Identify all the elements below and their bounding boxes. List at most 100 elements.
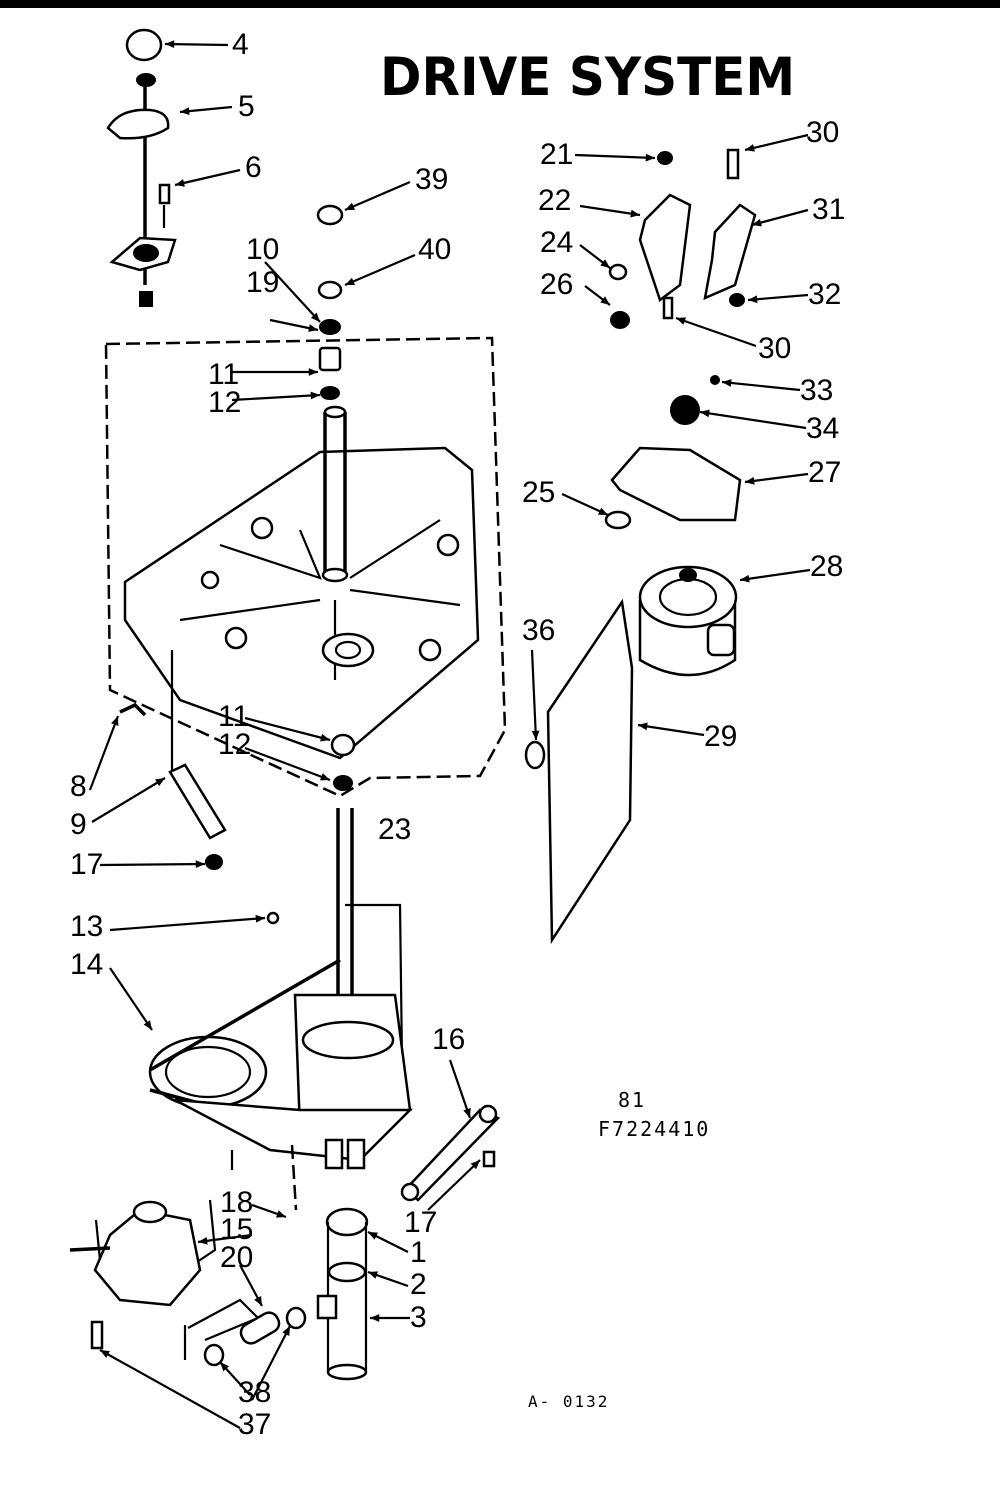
callout-29: 29 — [704, 720, 738, 753]
part-bracket-left — [119, 650, 227, 870]
leader-arrowhead — [220, 1362, 230, 1372]
leader-arrowhead — [195, 860, 205, 868]
leader-arrowhead — [748, 295, 758, 304]
callout-6: 6 — [245, 151, 262, 184]
callout-27: 27 — [808, 456, 842, 489]
callout-37: 37 — [238, 1408, 272, 1441]
leader-line — [344, 180, 411, 212]
callout-15: 15 — [220, 1213, 254, 1246]
callout-38: 38 — [238, 1376, 272, 1409]
callout-36: 36 — [522, 614, 556, 647]
part-lever-right — [400, 1104, 501, 1202]
part-shaft-stack-top — [316, 204, 344, 400]
part-belt-guard — [524, 598, 634, 945]
leader-line — [675, 316, 757, 348]
leader-line — [109, 967, 153, 1031]
callout-11-upper: 11 — [208, 358, 240, 391]
top-border — [0, 0, 1000, 8]
callout-24: 24 — [540, 226, 574, 259]
leader-arrowhead — [700, 409, 710, 418]
leader-line — [637, 723, 705, 737]
leader-line — [744, 472, 809, 484]
leader-line — [244, 716, 331, 742]
callout-28: 28 — [810, 550, 844, 583]
leader-arrowhead — [645, 153, 655, 162]
leader-line — [427, 1159, 481, 1211]
leader-arrowhead — [165, 40, 175, 49]
leader-arrowhead — [463, 1108, 471, 1118]
leader-line — [231, 393, 321, 402]
leader-arrowhead — [175, 179, 185, 187]
model-code-line2: F7224410 — [598, 1117, 711, 1141]
leader-arrowhead — [368, 1271, 378, 1279]
callout-19: 19 — [246, 266, 280, 299]
callout-17-left: 17 — [70, 848, 104, 881]
leader-arrowhead — [255, 914, 265, 923]
leader-arrowhead — [745, 476, 755, 485]
leader-arrowhead — [254, 1296, 262, 1306]
callout-2: 2 — [410, 1268, 427, 1301]
leader-line — [747, 293, 809, 302]
leader-arrowhead — [310, 312, 320, 322]
leader-arrowhead — [276, 1210, 286, 1218]
leader-lines — [88, 40, 811, 1429]
diagram-title: DRIVE SYSTEM — [380, 46, 796, 108]
callout-13: 13 — [70, 910, 104, 943]
callout-1: 1 — [410, 1236, 427, 1269]
leader-line — [448, 1059, 472, 1119]
callout-20: 20 — [220, 1241, 254, 1274]
callout-31: 31 — [812, 193, 846, 226]
part-washer-lower — [333, 775, 353, 791]
leader-arrowhead — [722, 379, 732, 387]
leader-arrowhead — [308, 368, 318, 376]
callout-23: 23 — [378, 813, 412, 846]
leader-arrowhead — [531, 730, 540, 740]
leader-arrowhead — [740, 574, 750, 583]
leader-line — [244, 746, 331, 782]
leader-line — [264, 261, 321, 323]
callout-5: 5 — [238, 90, 255, 123]
leader-arrowhead — [111, 716, 119, 726]
leader-line — [579, 204, 641, 217]
leader-arrowhead — [310, 391, 320, 400]
part-transmission-assembly — [148, 808, 414, 1211]
leader-arrowhead — [745, 144, 755, 152]
part-switch-brackets — [608, 148, 757, 329]
leader-arrowhead — [638, 722, 648, 731]
callout-8: 8 — [70, 770, 87, 803]
callout-32: 32 — [808, 278, 842, 311]
part-agitator-cap-assembly — [106, 28, 177, 307]
callout-14: 14 — [70, 948, 104, 981]
callout-11-lower: 11 — [218, 700, 250, 733]
leader-arrowhead — [600, 296, 610, 305]
leader-line — [174, 168, 241, 187]
part-base-plate — [123, 405, 480, 760]
leader-arrowhead — [676, 317, 686, 325]
callout-34: 34 — [806, 412, 840, 445]
leader-arrowhead — [630, 209, 640, 218]
callout-22: 22 — [538, 184, 572, 217]
callout-21: 21 — [540, 138, 574, 171]
part-bearing-lower — [330, 733, 356, 757]
leader-line — [344, 253, 416, 287]
leader-arrowhead — [282, 1326, 290, 1336]
callout-30-top: 30 — [806, 116, 840, 149]
leader-arrowhead — [180, 107, 190, 115]
leader-line — [91, 777, 166, 823]
callout-26: 26 — [540, 268, 574, 301]
leader-arrowhead — [345, 277, 355, 285]
callout-30-bottom: 30 — [758, 332, 792, 365]
callout-4: 4 — [232, 28, 249, 61]
leader-arrowhead — [320, 773, 330, 781]
leader-line — [744, 133, 809, 152]
leader-line — [751, 208, 809, 227]
part-pump-assembly — [69, 1199, 307, 1367]
model-code-line1: 81 — [618, 1088, 647, 1112]
leader-arrowhead — [143, 1020, 152, 1030]
callout-3: 3 — [410, 1301, 427, 1334]
callout-39: 39 — [415, 163, 449, 196]
leader-arrowhead — [345, 202, 355, 210]
leader-line — [99, 862, 206, 867]
leader-line — [164, 42, 229, 47]
